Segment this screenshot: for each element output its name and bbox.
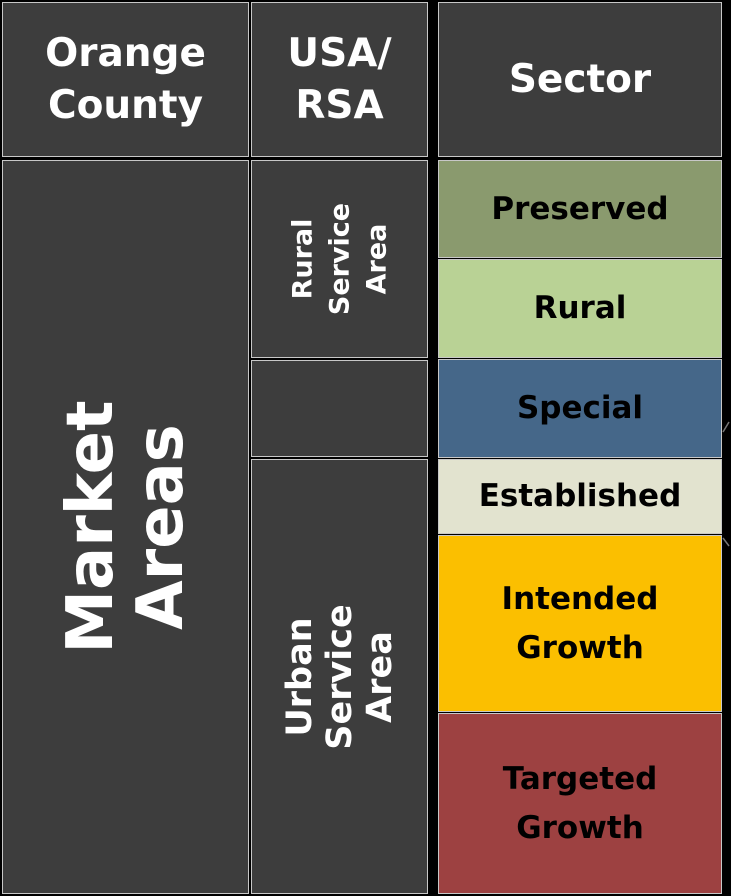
header-usa-rsa-text: USA/ RSA: [287, 30, 392, 128]
sector-special: Special: [438, 359, 722, 458]
header-sector-text: Sector: [508, 56, 652, 102]
sector-intended-growth: Intended Growth: [438, 535, 722, 712]
header-orange-county-text: Orange County: [45, 30, 206, 128]
sector-preserved-label: Preserved: [491, 190, 669, 227]
rural-service-area-cell: Rural Service Area: [251, 160, 428, 358]
sector-rural-label: Rural: [533, 290, 627, 326]
sector-targeted-growth: Targeted Growth: [438, 713, 722, 894]
market-areas-label: Market Areas: [53, 400, 198, 654]
sector-preserved: Preserved: [438, 160, 722, 258]
urban-service-area-label: Urban Service Area: [279, 603, 400, 750]
header-orange-county: Orange County: [2, 2, 249, 157]
sector-targeted-growth-label: Targeted Growth: [502, 760, 658, 846]
urban-service-area-cell: Urban Service Area: [251, 459, 428, 894]
sector-rural: Rural: [438, 259, 722, 358]
edge-dash-marks: [722, 421, 730, 547]
usa-rsa-blank-cell: [251, 360, 428, 457]
market-areas-cell: Market Areas: [2, 160, 249, 894]
sector-special-label: Special: [516, 390, 644, 426]
sector-intended-growth-label: Intended Growth: [501, 580, 659, 666]
sector-established: Established: [438, 459, 722, 534]
header-usa-rsa: USA/ RSA: [251, 2, 428, 157]
header-sector: Sector: [438, 2, 722, 157]
rural-service-area-label: Rural Service Area: [287, 202, 392, 316]
sector-established-label: Established: [478, 478, 682, 514]
